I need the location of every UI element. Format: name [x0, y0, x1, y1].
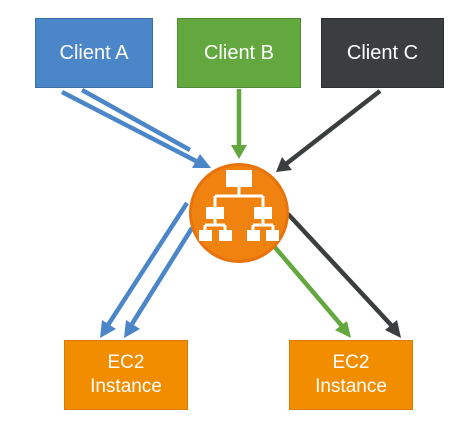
- client-b-label: Client B: [203, 42, 275, 64]
- arrow-lb-to-ec2-right-green: [271, 243, 351, 338]
- ec2-right-line1: EC2: [332, 352, 370, 373]
- client-a-box: Client A: [35, 18, 153, 88]
- client-c-box: Client C: [321, 18, 444, 88]
- ec2-instance-left: EC2 Instance: [64, 340, 188, 410]
- ec2-instance-right: EC2 Instance: [289, 340, 413, 410]
- arrow-client-c-to-lb: [276, 89, 382, 172]
- client-a-label: Client A: [59, 42, 129, 64]
- client-c-label: Client C: [346, 42, 419, 64]
- arrow-lb-to-ec2-left-2: [124, 226, 194, 338]
- arrow-lb-to-ec2-right-dark: [286, 212, 401, 338]
- ec2-left-line2: Instance: [90, 376, 162, 397]
- load-balancer: [189, 163, 289, 263]
- arrow-client-b-to-lb: [231, 89, 247, 159]
- client-b-box: Client B: [177, 18, 301, 88]
- arrow-client-a-to-lb-2: [80, 88, 192, 152]
- ec2-left-line1: EC2: [107, 352, 145, 373]
- arrow-client-a-to-lb-1: [60, 89, 211, 168]
- load-balancer-hierarchy-icon: [199, 170, 279, 241]
- arrow-lb-to-ec2-left-1: [100, 201, 189, 338]
- ec2-right-line2: Instance: [315, 376, 387, 397]
